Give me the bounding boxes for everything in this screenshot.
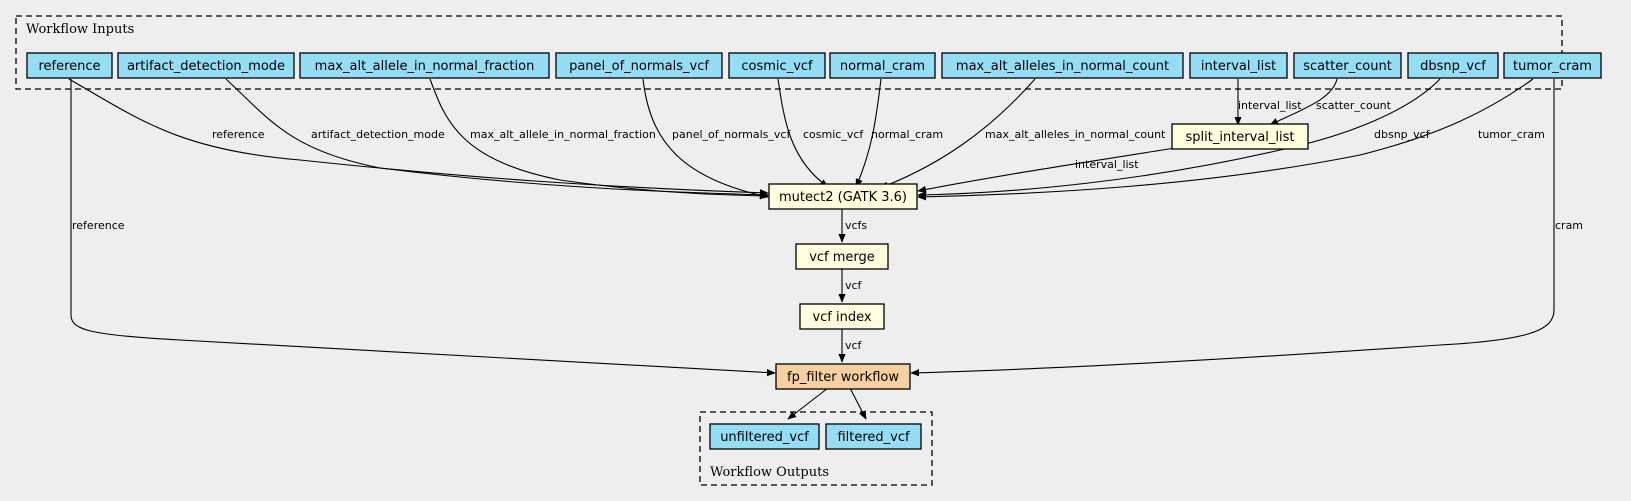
edge-tumor-mutect2: [917, 78, 1534, 201]
edge-cosmic-mutect2: [777, 78, 829, 188]
step-nodes: split_interval_list mutect2 (GATK 3.6) v…: [768, 123, 1309, 390]
node-label-reference: reference: [38, 59, 100, 74]
node-split-interval-list[interactable]: split_interval_list: [1171, 123, 1309, 150]
node-vcf-merge[interactable]: vcf merge: [795, 243, 889, 270]
edge-label-reference-filter: reference: [72, 219, 125, 232]
node-label-vcf-merge: vcf merge: [809, 250, 875, 265]
node-label-max-alt-alleles-in-normal-count: max_alt_alleles_in_normal_count: [956, 59, 1169, 74]
node-mutect2[interactable]: mutect2 (GATK 3.6): [768, 183, 918, 210]
output-nodes: unfiltered_vcf filtered_vcf: [709, 423, 922, 450]
edge-label-index-filter: vcf: [845, 339, 863, 352]
edge-label-maxfrac-mutect2: max_alt_allele_in_normal_fraction: [470, 128, 656, 141]
edge-label-maxcount-mutect2: max_alt_alleles_in_normal_count: [985, 128, 1166, 141]
workflow-outputs-label: Workflow Outputs: [710, 465, 829, 480]
node-label-panel-of-normals-vcf: panel_of_normals_vcf: [569, 59, 709, 74]
node-dbsnp-vcf[interactable]: dbsnp_vcf: [1407, 52, 1499, 79]
node-label-artifact-detection-mode: artifact_detection_mode: [127, 59, 285, 74]
node-label-scatter-count: scatter_count: [1303, 59, 1392, 74]
edge-reference-filter: [70, 79, 776, 377]
edge-label-merge-index: vcf: [845, 279, 863, 292]
node-normal-cram[interactable]: normal_cram: [829, 52, 936, 79]
node-max-alt-alleles-in-normal-count[interactable]: max_alt_alleles_in_normal_count: [941, 52, 1184, 79]
node-filtered-vcf[interactable]: filtered_vcf: [825, 423, 922, 450]
edge-label-reference-mutect2: reference: [212, 128, 265, 141]
node-vcf-index[interactable]: vcf index: [799, 303, 885, 330]
edge-label-scatter-split: scatter_count: [1316, 99, 1392, 112]
edge-normal-mutect2: [855, 78, 882, 188]
edge-tumor-filter: [910, 79, 1555, 377]
node-label-mutect2: mutect2 (GATK 3.6): [779, 190, 907, 205]
node-unfiltered-vcf[interactable]: unfiltered_vcf: [709, 423, 820, 450]
workflow-inputs-label: Workflow Inputs: [26, 22, 134, 37]
edge-label-split-mutect2: interval_list: [1075, 158, 1139, 171]
node-tumor-cram[interactable]: tumor_cram: [1503, 52, 1602, 79]
edge-label-dbsnp-mutect2: dbsnp_vcf: [1374, 128, 1431, 141]
node-label-filtered-vcf: filtered_vcf: [837, 430, 910, 445]
node-label-vcf-index: vcf index: [812, 310, 871, 325]
node-label-normal-cram: normal_cram: [840, 59, 925, 74]
edge-label-tumor-filter: cram: [1555, 219, 1583, 232]
node-scatter-count[interactable]: scatter_count: [1293, 52, 1402, 79]
node-label-tumor-cram: tumor_cram: [1513, 59, 1592, 74]
edge-reference-mutect2: [68, 78, 769, 197]
node-label-cosmic-vcf: cosmic_vcf: [741, 59, 813, 74]
node-label-dbsnp-vcf: dbsnp_vcf: [1420, 59, 1486, 74]
node-interval-list[interactable]: interval_list: [1189, 52, 1288, 79]
node-label-interval-list: interval_list: [1201, 59, 1276, 74]
node-panel-of-normals-vcf[interactable]: panel_of_normals_vcf: [555, 52, 723, 79]
workflow-outputs-cluster: Workflow Outputs: [699, 411, 933, 486]
node-label-max-alt-allele-in-normal-fraction: max_alt_allele_in_normal_fraction: [315, 59, 535, 74]
node-label-split-interval-list: split_interval_list: [1185, 130, 1294, 145]
edge-label-interval-split: interval_list: [1238, 99, 1302, 112]
input-nodes: reference artifact_detection_mode max_al…: [26, 52, 1602, 79]
node-artifact-detection-mode[interactable]: artifact_detection_mode: [117, 52, 295, 79]
edge-label-cosmic-mutect2: cosmic_vcf: [803, 128, 864, 141]
node-fp-filter-workflow[interactable]: fp_filter workflow: [775, 363, 911, 390]
edge-maxfrac-mutect2: [429, 78, 769, 200]
edge-split-mutect2: [917, 147, 1176, 193]
edge-label-normal-mutect2: normal_cram: [871, 128, 943, 141]
node-cosmic-vcf[interactable]: cosmic_vcf: [728, 52, 826, 79]
edge-labels: reference artifact_detection_mode max_al…: [72, 99, 1583, 352]
edge-scatter-split: [1269, 78, 1338, 126]
edge-label-pon-mutect2: panel_of_normals_vcf: [672, 128, 791, 141]
edge-label-tumor-mutect2: tumor_cram: [1478, 128, 1545, 141]
edge-maxcount-mutect2: [879, 78, 1036, 189]
edge-label-mutect2-merge: vcfs: [845, 219, 867, 232]
edge-filter-filtered: [849, 387, 867, 420]
node-label-unfiltered-vcf: unfiltered_vcf: [720, 430, 809, 445]
edge-dbsnp-mutect2: [917, 78, 1441, 199]
edge-pon-mutect2: [642, 78, 769, 199]
node-reference[interactable]: reference: [26, 52, 113, 79]
edge-filter-unfiltered: [787, 387, 829, 420]
edge-label-artifact-mutect2: artifact_detection_mode: [311, 128, 445, 141]
node-label-fp-filter-workflow: fp_filter workflow: [787, 370, 899, 385]
node-max-alt-allele-in-normal-fraction[interactable]: max_alt_allele_in_normal_fraction: [299, 52, 550, 79]
